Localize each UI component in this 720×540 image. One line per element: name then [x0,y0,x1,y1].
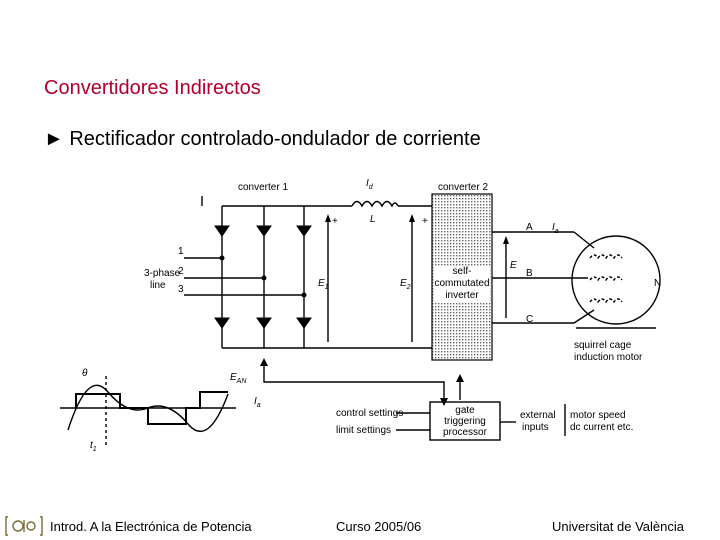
thyristor-top-1 [214,225,230,237]
external-line-2: inputs [522,422,549,433]
node [219,255,225,261]
control-settings-label: control settings [336,408,403,419]
converter-2-label: converter 2 [438,182,488,193]
terminal-b: B [526,268,533,279]
line-label-1: 3-phase [144,268,181,279]
motor-windings [589,254,623,304]
terminal-a: A [526,222,533,233]
thyristor-bottom-1 [214,317,230,329]
thyristor-bottom-3 [296,317,312,329]
node [261,275,267,281]
e2-label: E2 [400,278,411,291]
t1-label: t1 [90,440,97,453]
inverter-line-3: inverter [445,290,479,301]
slide-subtitle: ► Rectificador controlado-ondulador de c… [44,128,481,150]
ean-label: EAN [230,372,247,385]
phase-3-label: 3 [178,284,184,295]
speed-label-2: dc current etc. [570,422,633,433]
e1-label: E1 [318,278,329,291]
motor-leads [573,231,595,324]
circuit-diagram: converter 1 converter 2 Id L + + 1 2 3 3… [60,178,661,453]
converter-1-label: converter 1 [238,182,288,193]
footer-university: Universitat de València [552,519,684,534]
control-line-1 [263,364,445,398]
gate-line-3: processor [443,427,488,438]
plus-2: + [422,216,428,227]
university-logo-icon [5,516,43,536]
arrow-head [503,236,509,244]
inverter-line-1: self- [453,266,472,277]
node [301,292,307,298]
inductor-label: L [370,214,376,225]
motor-circle [571,235,661,325]
ia-wave-label: Ia [254,396,261,409]
arrow-head [409,214,415,222]
ia-label: Ia [552,222,559,235]
e-label: E [510,260,517,271]
slide-title: Convertidores Indirectos [44,77,261,99]
speed-label-1: motor speed [570,410,626,421]
thyristor-bottom-2 [256,317,272,329]
external-line-1: external [520,410,556,421]
limit-settings-label: limit settings [336,425,391,436]
ia-square-wave [75,391,228,425]
thyristor-top-3 [296,225,312,237]
phase-1-label: 1 [178,246,184,257]
gate-line-2: triggering [444,416,486,427]
line-label-2: line [150,280,166,291]
inverter-line-2: commutated [434,278,489,289]
current-label: Id [366,178,374,191]
motor-label-2: induction motor [574,352,643,363]
gate-line-1: gate [455,405,475,416]
thyristor-top-2 [256,225,272,237]
terminal-c: C [526,314,533,325]
motor-label-1: squirrel cage [574,340,632,351]
arrow-head [440,398,448,406]
gate-processor-box [429,401,501,441]
inverter-label-bg [434,266,490,302]
plus-1: + [332,216,338,227]
phase-2-label: 2 [178,266,184,277]
footer-course-name: Introd. A la Electrónica de Potencia [50,519,252,534]
neutral-label: N [654,278,661,289]
inductor-coil [351,200,399,208]
arrow-head [325,214,331,222]
theta-label: θ [82,368,88,379]
arrow-head [260,358,268,366]
arrow-head [456,374,464,382]
footer-course-year: Curso 2005/06 [336,519,422,534]
